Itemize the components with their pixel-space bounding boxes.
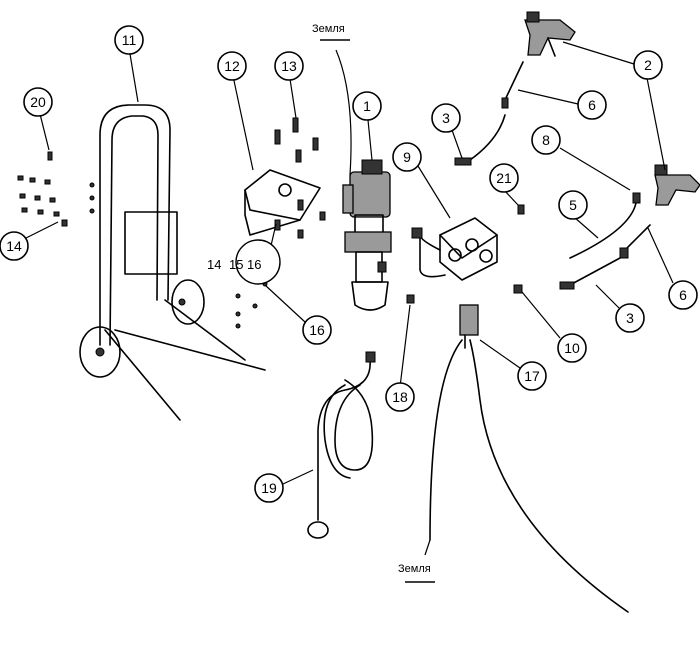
bolt-set <box>274 117 326 239</box>
cart-frame <box>79 104 266 421</box>
combo-callout: 14 15 16 <box>207 239 281 285</box>
callout-2: 2 <box>633 50 663 80</box>
callout-21: 21 <box>489 163 519 193</box>
svg-text:12: 12 <box>224 58 240 74</box>
callout-8: 8 <box>531 125 561 155</box>
svg-text:14: 14 <box>207 257 221 272</box>
callout-5: 5 <box>558 190 588 220</box>
svg-text:6: 6 <box>588 97 596 113</box>
callout-3b: 3 <box>615 303 645 333</box>
callout-9: 9 <box>392 142 422 172</box>
svg-text:14: 14 <box>6 238 22 254</box>
callout-19: 19 <box>254 473 284 503</box>
svg-text:6: 6 <box>679 287 687 303</box>
svg-text:9: 9 <box>403 149 411 165</box>
svg-text:21: 21 <box>496 170 512 186</box>
svg-text:11: 11 <box>122 32 137 48</box>
svg-text:5: 5 <box>569 197 577 213</box>
spray-gun-top <box>524 11 576 57</box>
callout-3a: 3 <box>431 103 461 133</box>
return-line <box>429 304 629 613</box>
callout-20: 20 <box>23 87 53 117</box>
ground-label-bottom: Земля <box>398 563 435 583</box>
svg-text:16: 16 <box>247 257 261 272</box>
svg-text:13: 13 <box>281 58 297 74</box>
ground-wire-bottom <box>424 539 431 556</box>
callout-17: 17 <box>517 361 547 391</box>
svg-text:20: 20 <box>30 94 46 110</box>
callout-14: 14 <box>0 231 29 261</box>
ground-label-top: Земля <box>312 23 350 41</box>
svg-text:15: 15 <box>229 257 243 272</box>
svg-text:18: 18 <box>392 389 408 405</box>
manifold-filter <box>411 217 498 281</box>
mounting-bracket <box>244 169 321 236</box>
callout-6b: 6 <box>668 280 698 310</box>
fitting-10 <box>513 284 523 294</box>
callout-12: 12 <box>217 51 247 81</box>
callout-1: 1 <box>352 91 382 121</box>
svg-text:10: 10 <box>564 340 580 356</box>
callout-16: 16 <box>302 315 332 345</box>
svg-text:16: 16 <box>309 322 325 338</box>
svg-text:Земля: Земля <box>398 563 431 575</box>
whip-hose-top <box>501 61 524 109</box>
callout-11: 11 <box>114 25 144 55</box>
svg-text:1: 1 <box>363 98 371 114</box>
hose-3-left <box>454 114 506 166</box>
ground-wire-top <box>335 49 352 176</box>
pump-unit <box>342 159 392 311</box>
svg-text:2: 2 <box>644 57 652 73</box>
fitting-18 <box>406 294 415 304</box>
svg-text:3: 3 <box>442 110 450 126</box>
whip-hose-right <box>619 224 651 259</box>
spray-gun-right <box>654 164 700 206</box>
small-fasteners <box>17 151 268 329</box>
svg-text:3: 3 <box>626 310 634 326</box>
callout-10: 10 <box>557 333 587 363</box>
svg-text:17: 17 <box>524 368 540 384</box>
callout-13: 13 <box>274 51 304 81</box>
leader-lines <box>25 41 674 485</box>
fitting-21 <box>517 204 525 215</box>
extension-rod <box>569 192 641 259</box>
svg-text:19: 19 <box>261 480 277 496</box>
suction-hose <box>307 351 376 539</box>
svg-text:8: 8 <box>542 132 550 148</box>
hose-3-right <box>559 257 621 290</box>
callout-18: 18 <box>385 382 415 412</box>
callout-6a: 6 <box>577 90 607 120</box>
svg-text:Земля: Земля <box>312 23 345 35</box>
